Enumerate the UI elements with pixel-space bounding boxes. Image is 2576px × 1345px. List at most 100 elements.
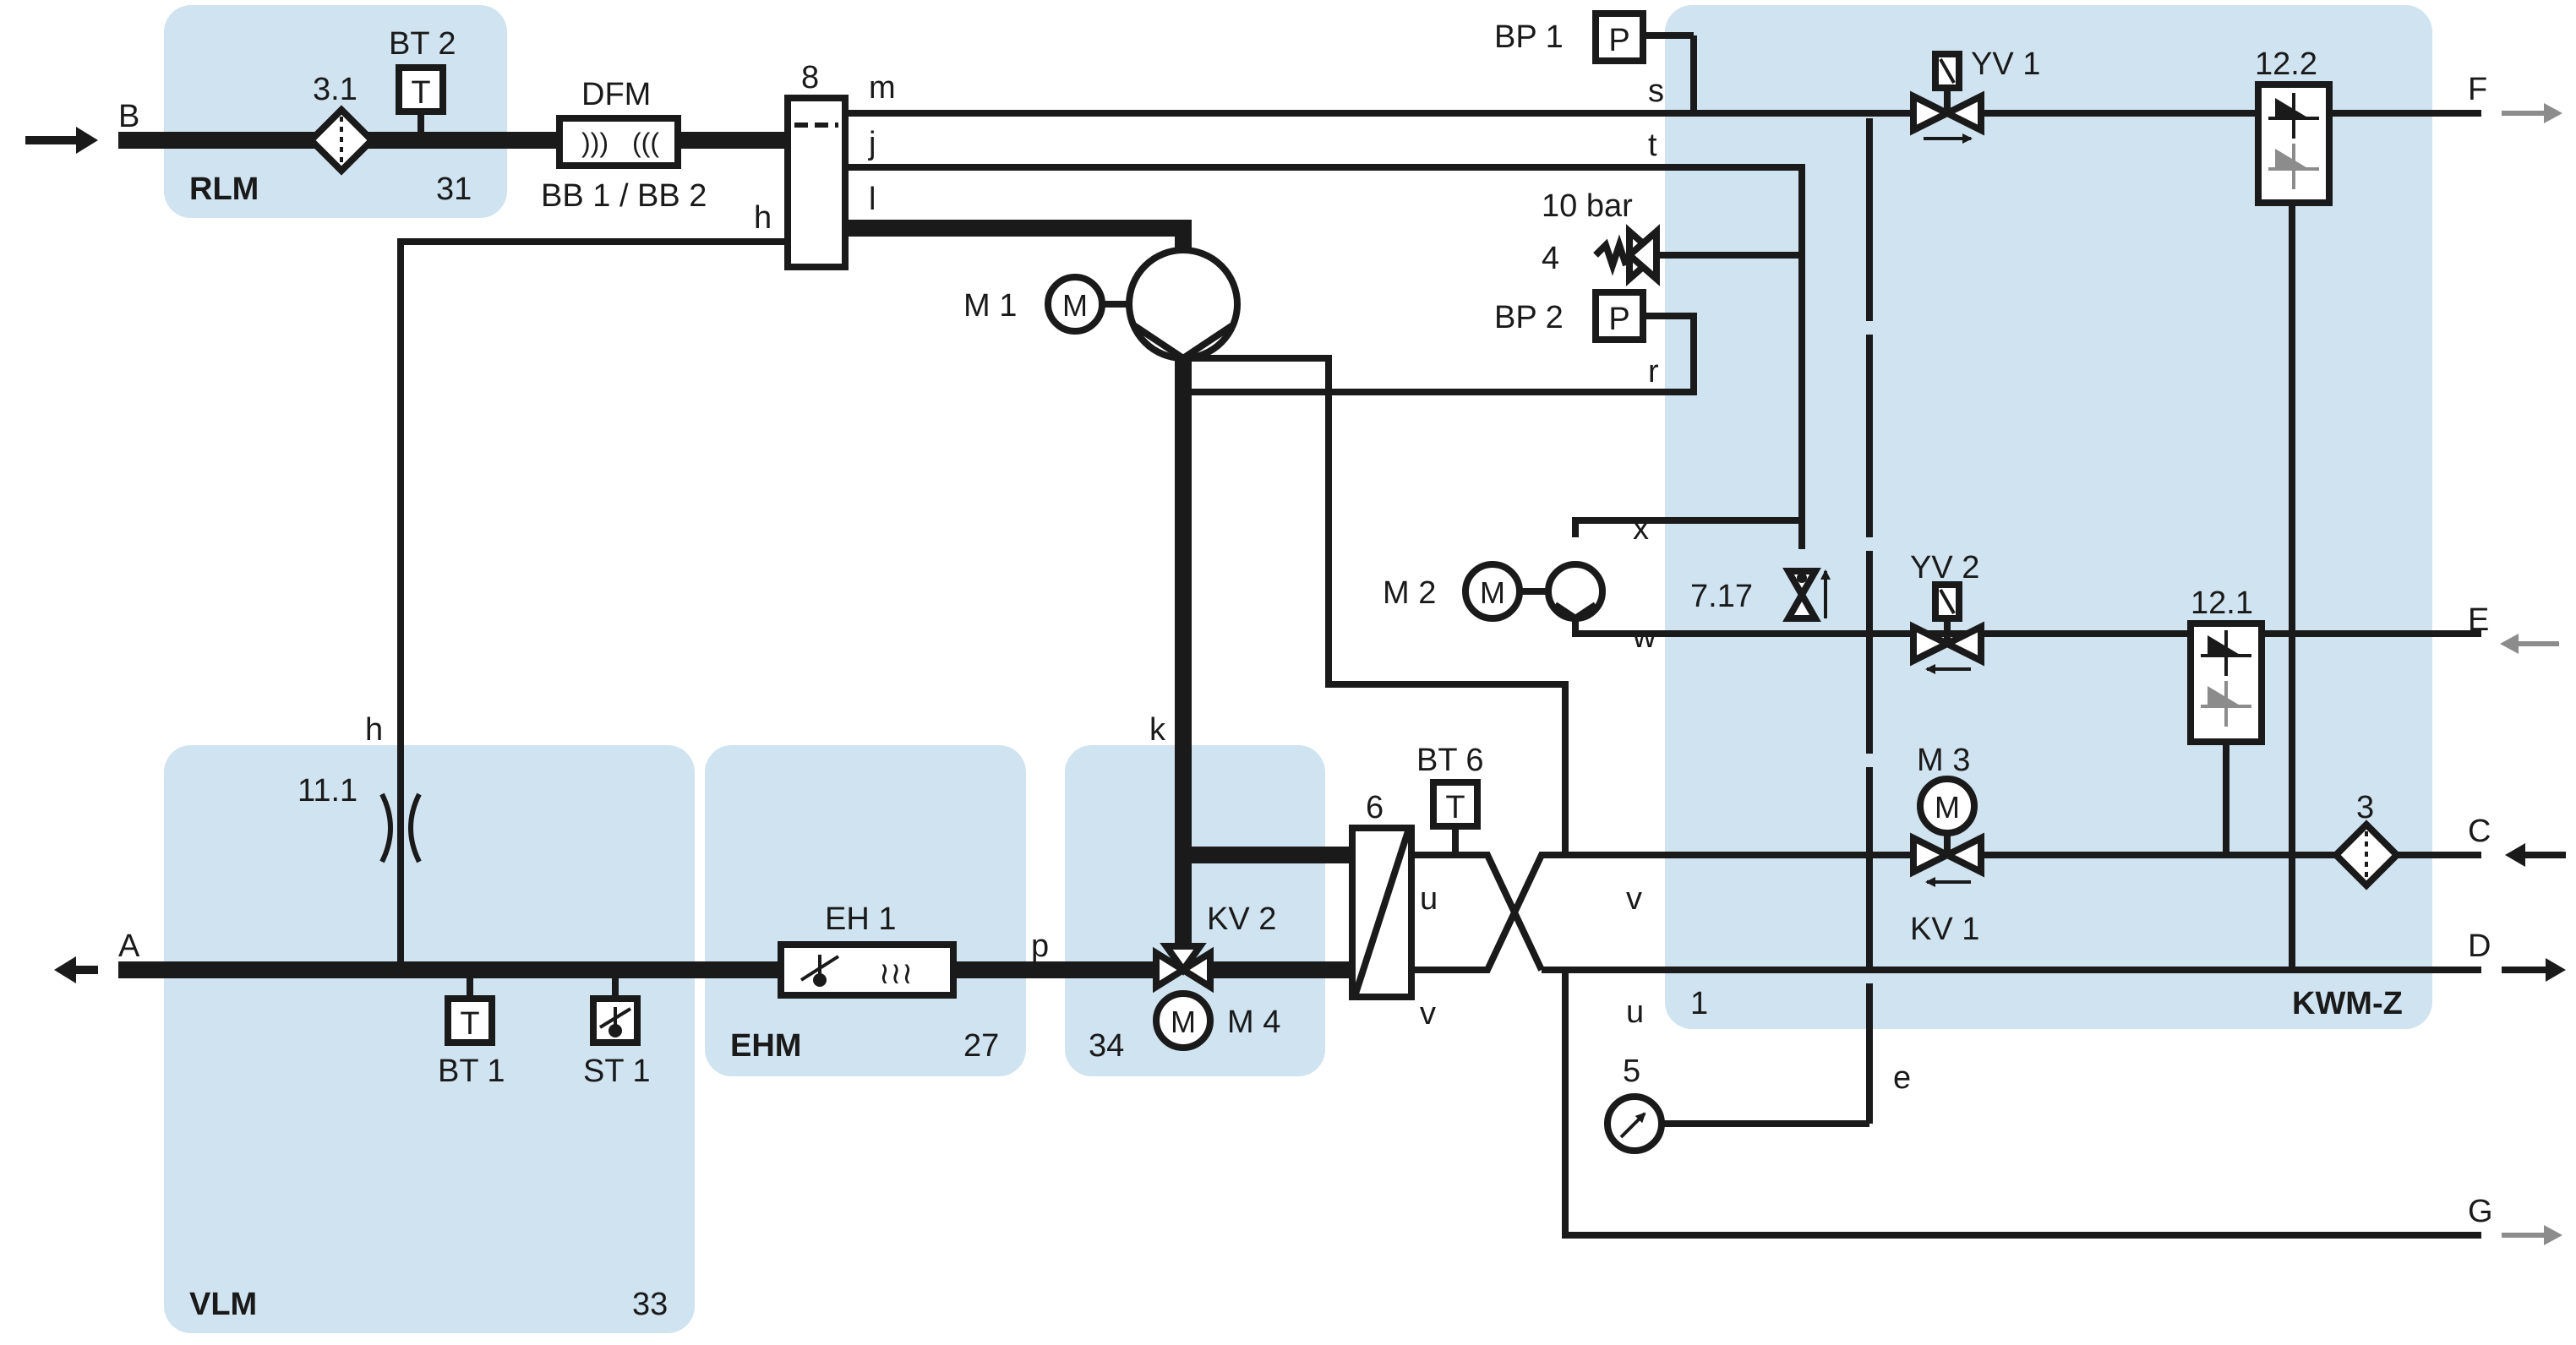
svg-text:(((: (((: [632, 128, 659, 158]
svg-text:7.17: 7.17: [1690, 579, 1753, 614]
svg-text:v: v: [1626, 881, 1642, 917]
electric-heater-eh1: ≀≀≀: [778, 941, 957, 999]
svg-text:M: M: [1935, 790, 1960, 825]
svg-text:r: r: [1648, 354, 1659, 389]
svg-text:e: e: [1893, 1060, 1911, 1096]
svg-text:G: G: [2468, 1194, 2493, 1229]
svg-text:u: u: [1420, 881, 1438, 917]
module-labels: RLM 31 VLM 33 EHM 27 34 KWM-Z 1: [189, 172, 2403, 1322]
filter-3-1: [306, 105, 377, 176]
heat-exchanger-6: [1349, 825, 1415, 1000]
svg-text:VLM: VLM: [189, 1287, 257, 1322]
svg-text:10 bar: 10 bar: [1542, 188, 1633, 224]
flow-arrows: [25, 103, 2566, 1245]
sensor-bp2: P: [1592, 289, 1646, 343]
module-34-zone: [1065, 745, 1325, 1076]
svg-text:34: 34: [1089, 1028, 1124, 1064]
svg-text:M 2: M 2: [1383, 575, 1436, 611]
svg-text:w: w: [1632, 619, 1656, 655]
vlm-module-zone: [164, 745, 695, 1333]
safety-valve-4: [1593, 224, 1662, 286]
svg-text:p: p: [1031, 928, 1049, 964]
bt2-glyph: T: [411, 75, 430, 111]
svg-text:h: h: [754, 200, 772, 236]
sensor-bt6: T: [1430, 779, 1481, 855]
svg-text:BT 6: BT 6: [1416, 743, 1484, 778]
solenoid-valve-yv2: [1910, 581, 1984, 674]
svg-text:1: 1: [1690, 986, 1708, 1021]
svg-text:))): ))): [581, 128, 609, 158]
svg-text:31: 31: [436, 172, 472, 207]
svg-text:l: l: [869, 182, 876, 217]
three-way-valve-kv2: M: [1153, 943, 1214, 1051]
svg-text:A: A: [118, 928, 140, 964]
filter-3: [2331, 820, 2402, 890]
svg-text:EHM: EHM: [730, 1028, 801, 1064]
line-labels: B A F E C D G m j l h h k p s t r x w u …: [118, 70, 2493, 1229]
svg-text:KV 1: KV 1: [1910, 912, 1979, 947]
sensor-bt2: T: [396, 64, 446, 140]
thin-pipes: [397, 35, 2481, 1239]
svg-text:P: P: [1608, 302, 1629, 337]
svg-text:BT 2: BT 2: [389, 26, 456, 62]
svg-text:v: v: [1420, 996, 1436, 1032]
pump-m1: M: [1045, 247, 1241, 362]
svg-text:BT 1: BT 1: [438, 1054, 505, 1089]
svg-text:≀≀≀: ≀≀≀: [879, 956, 914, 990]
svg-text:BP 1: BP 1: [1494, 19, 1564, 55]
svg-text:8: 8: [801, 60, 819, 95]
svg-text:x: x: [1633, 511, 1649, 547]
svg-text:P: P: [1608, 23, 1629, 58]
pump-m2: M: [1462, 561, 1606, 623]
svg-text:B: B: [118, 99, 139, 134]
svg-text:RLM: RLM: [189, 172, 259, 207]
sensor-bp1: P: [1592, 10, 1694, 64]
svg-text:h: h: [365, 712, 383, 748]
svg-text:u: u: [1626, 994, 1644, 1030]
svg-text:6: 6: [1366, 790, 1384, 825]
svg-text:EH 1: EH 1: [825, 901, 896, 937]
solenoid-valve-yv1: [1910, 51, 1984, 144]
sensor-bt1: T: [445, 970, 495, 1046]
svg-text:ST 1: ST 1: [583, 1054, 651, 1089]
svg-text:D: D: [2468, 928, 2491, 964]
svg-text:DFM: DFM: [581, 77, 651, 112]
svg-text:M 1: M 1: [963, 288, 1017, 324]
svg-text:k: k: [1149, 712, 1166, 748]
svg-text:3.1: 3.1: [313, 72, 357, 107]
kwmz-module-zone: [1665, 5, 2432, 1029]
sensor-st1: [590, 970, 641, 1046]
svg-text:F: F: [2468, 72, 2487, 107]
svg-text:j: j: [868, 126, 876, 161]
svg-text:5: 5: [1623, 1054, 1640, 1089]
svg-text:KV 2: KV 2: [1207, 901, 1276, 937]
svg-text:M 3: M 3: [1917, 743, 1970, 778]
separator-12-1: [2187, 620, 2265, 745]
svg-text:11.1: 11.1: [297, 773, 357, 809]
separator-12-2: [2255, 81, 2333, 206]
dfm-flow-meter: ))) (((: [556, 115, 681, 169]
svg-text:KWM-Z: KWM-Z: [2292, 986, 2403, 1021]
svg-text:C: C: [2468, 814, 2491, 849]
svg-text:YV 2: YV 2: [1910, 550, 1979, 585]
svg-text:12.2: 12.2: [2255, 46, 2317, 82]
svg-text:YV 1: YV 1: [1971, 46, 2040, 82]
svg-text:M 4: M 4: [1227, 1005, 1280, 1040]
svg-text:33: 33: [632, 1287, 668, 1322]
orifice-11-1: [379, 792, 422, 863]
motor-valve-kv1: M: [1910, 776, 1984, 887]
svg-text:BB 1 / BB 2: BB 1 / BB 2: [541, 178, 707, 214]
svg-text:27: 27: [963, 1028, 999, 1064]
pressure-gauge-5: [1604, 1093, 1665, 1154]
svg-text:t: t: [1648, 128, 1657, 163]
svg-text:3: 3: [2356, 790, 2374, 825]
svg-text:12.1: 12.1: [2191, 585, 2253, 621]
svg-text:M: M: [1171, 1005, 1196, 1039]
component-labels: BT 2 3.1 DFM BB 1 / BB 2 8 M 1 BP 1 BP 2…: [297, 19, 2374, 1089]
svg-text:4: 4: [1542, 241, 1559, 276]
manifold-8: [784, 95, 849, 270]
valve-7-17: [1782, 568, 1831, 622]
svg-text:M: M: [1480, 575, 1505, 610]
svg-text:m: m: [869, 70, 896, 106]
